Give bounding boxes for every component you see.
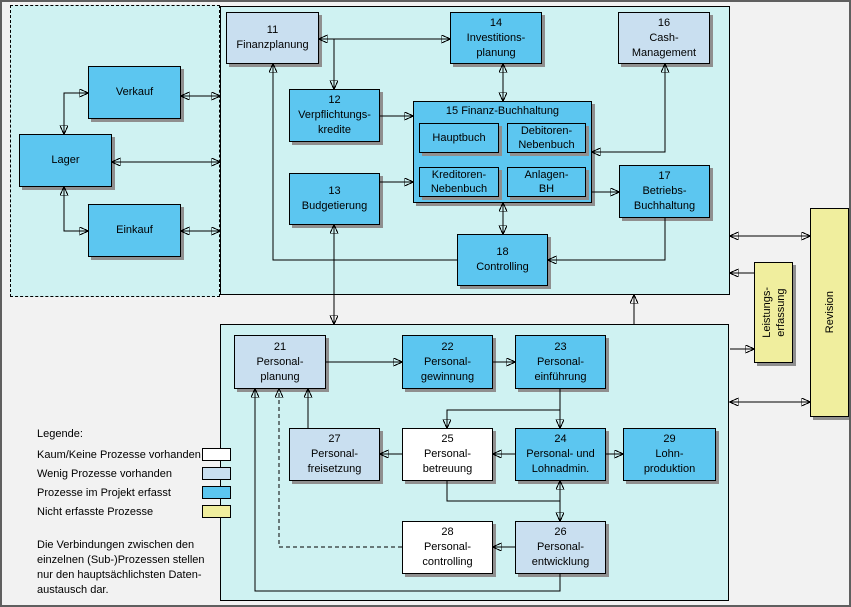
box-label: 17 Betriebs- Buchhaltung (633, 170, 696, 212)
box-label: 21 Personal- planung (256, 340, 304, 383)
legend-item-label: Wenig Prozesse vorhanden (37, 468, 172, 480)
process-box-12-verpflichtungskredite[interactable]: 12 Verpflichtungs- kredite (289, 89, 380, 142)
box-label: 22 Personal- gewinnung (420, 340, 475, 383)
box-label: Anlagen- BH (524, 169, 569, 195)
box-label: Leistungs- erfassung (760, 287, 787, 338)
legend-swatch-not-recorded (202, 505, 231, 518)
process-box-17-betriebs-buchhaltung[interactable]: 17 Betriebs- Buchhaltung (619, 165, 710, 218)
legend-title: Legende: (37, 428, 83, 440)
process-box-lager[interactable]: Lager (19, 134, 112, 187)
box-label: 18 Controlling (476, 246, 529, 273)
legend-item-none: Kaum/Keine Prozesse vorhanden (37, 446, 231, 465)
process-box-kreditoren-nebenbuch[interactable]: Kreditoren- Nebenbuch (419, 167, 499, 197)
box-label: 23 Personal- einführung (534, 340, 587, 383)
box-label: 27 Personal- freisetzung (307, 433, 362, 475)
box-label: 13 Budgetierung (301, 185, 368, 212)
process-box-debitoren-nebenbuch[interactable]: Debitoren- Nebenbuch (507, 123, 586, 153)
process-box-28-personalcontrolling[interactable]: 28 Personal- controlling (402, 521, 493, 574)
box-title: 15 Finanz-Buchhaltung (445, 105, 560, 117)
process-box-einkauf[interactable]: Einkauf (88, 204, 181, 257)
legend-swatch-none (202, 448, 231, 461)
box-label: 29 Lohn- produktion (643, 433, 696, 475)
process-box-23-personaleinfuehrung[interactable]: 23 Personal- einführung (515, 335, 606, 389)
box-label: 16 Cash-Management (631, 16, 697, 59)
process-box-16-cash-management[interactable]: 16 Cash-Management (618, 12, 710, 64)
process-box-leistungserfassung[interactable]: Leistungs- erfassung (754, 262, 793, 363)
process-box-14-investitionsplanung[interactable]: 14 Investitions- planung (450, 12, 542, 64)
process-box-verkauf[interactable]: Verkauf (88, 66, 181, 119)
legend-item-label: Kaum/Keine Prozesse vorhanden (37, 449, 201, 461)
box-label: Verkauf (115, 86, 154, 98)
box-label: 28 Personal- controlling (422, 526, 473, 568)
legend-item-label: Nicht erfasste Prozesse (37, 506, 154, 518)
box-label: 14 Investitions- planung (466, 16, 526, 59)
box-label: Hauptbuch (432, 132, 486, 144)
legend-item-few: Wenig Prozesse vorhanden (37, 465, 231, 484)
box-label: 25 Personal- betreuung (422, 433, 473, 475)
process-box-25-personalbetreuung[interactable]: 25 Personal- betreuung (402, 428, 493, 481)
process-box-29-lohnproduktion[interactable]: 29 Lohn- produktion (623, 428, 716, 481)
legend-item-not-recorded: Nicht erfasste Prozesse (37, 503, 231, 522)
process-box-11-finanzplanung[interactable]: 11 Finanzplanung (226, 12, 319, 64)
process-box-27-personalfreisetzung[interactable]: 27 Personal- freisetzung (289, 428, 380, 481)
process-box-26-personalentwicklung[interactable]: 26 Personal- entwicklung (515, 521, 606, 574)
legend-note: Die Verbindungen zwischen den einzelnen … (37, 539, 205, 596)
box-label: 24 Personal- und Lohnadmin. (526, 433, 595, 475)
process-box-21-personalplanung[interactable]: 21 Personal- planung (234, 335, 326, 389)
box-label: Einkauf (116, 224, 153, 236)
box-label: 12 Verpflichtungs- kredite (298, 94, 371, 136)
process-box-22-personalgewinnung[interactable]: 22 Personal- gewinnung (402, 335, 493, 389)
process-box-hauptbuch[interactable]: Hauptbuch (419, 123, 499, 153)
legend-swatch-recorded (202, 486, 231, 499)
box-label: Revision (823, 291, 836, 334)
process-box-anlagen-bh[interactable]: Anlagen- BH (507, 167, 586, 197)
box-label: Debitoren- Nebenbuch (518, 125, 575, 151)
legend-swatch-few (202, 467, 231, 480)
legend-item-recorded: Prozesse im Projekt erfasst (37, 484, 231, 503)
legend-item-label: Prozesse im Projekt erfasst (37, 487, 171, 499)
box-label: Kreditoren- Nebenbuch (430, 169, 488, 195)
process-box-13-budgetierung[interactable]: 13 Budgetierung (289, 173, 380, 225)
box-label: Lager (51, 154, 80, 166)
process-box-24-personal-und-lohnadmin[interactable]: 24 Personal- und Lohnadmin. (515, 428, 606, 481)
process-box-revision[interactable]: Revision (810, 208, 849, 417)
box-label: 11 Finanzplanung (236, 24, 309, 51)
legend: Legende: Kaum/Keine Prozesse vorhanden W… (37, 428, 231, 522)
process-box-18-controlling[interactable]: 18 Controlling (457, 234, 548, 286)
box-label: 26 Personal- entwicklung (531, 526, 590, 568)
